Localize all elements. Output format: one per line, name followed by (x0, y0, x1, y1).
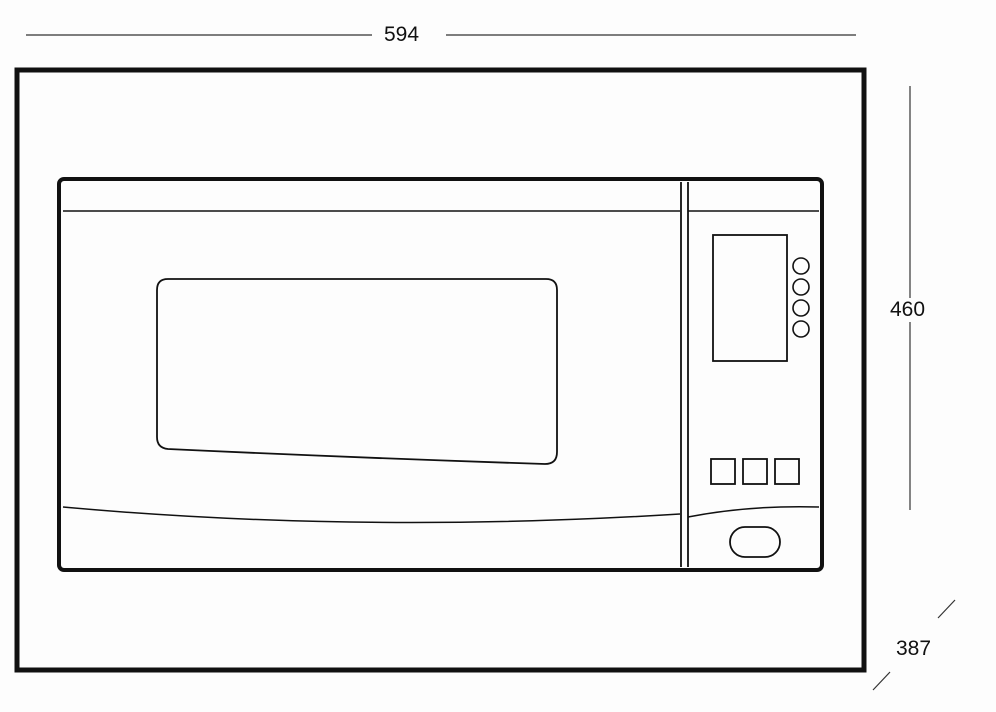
knob-2-icon[interactable] (792, 278, 810, 296)
door-window (156, 278, 558, 465)
button-1[interactable] (710, 458, 736, 485)
door-release-button[interactable] (729, 526, 781, 558)
knob-1-icon[interactable] (792, 257, 810, 275)
outer-frame (14, 67, 867, 673)
knob-3-icon[interactable] (792, 299, 810, 317)
height-dimension-label: 460 (886, 298, 930, 322)
depth-dimension-label: 387 (894, 637, 934, 661)
button-2[interactable] (742, 458, 768, 485)
panel-bottom-curve (687, 505, 820, 518)
door-bottom-curve (62, 506, 681, 524)
knob-4-icon[interactable] (792, 320, 810, 338)
microwave-body (57, 177, 824, 572)
depth-dimension-line (872, 599, 956, 691)
width-dimension-label: 594 (380, 23, 424, 47)
button-3[interactable] (774, 458, 800, 485)
panel-divider (680, 182, 689, 567)
display-screen (712, 234, 788, 362)
